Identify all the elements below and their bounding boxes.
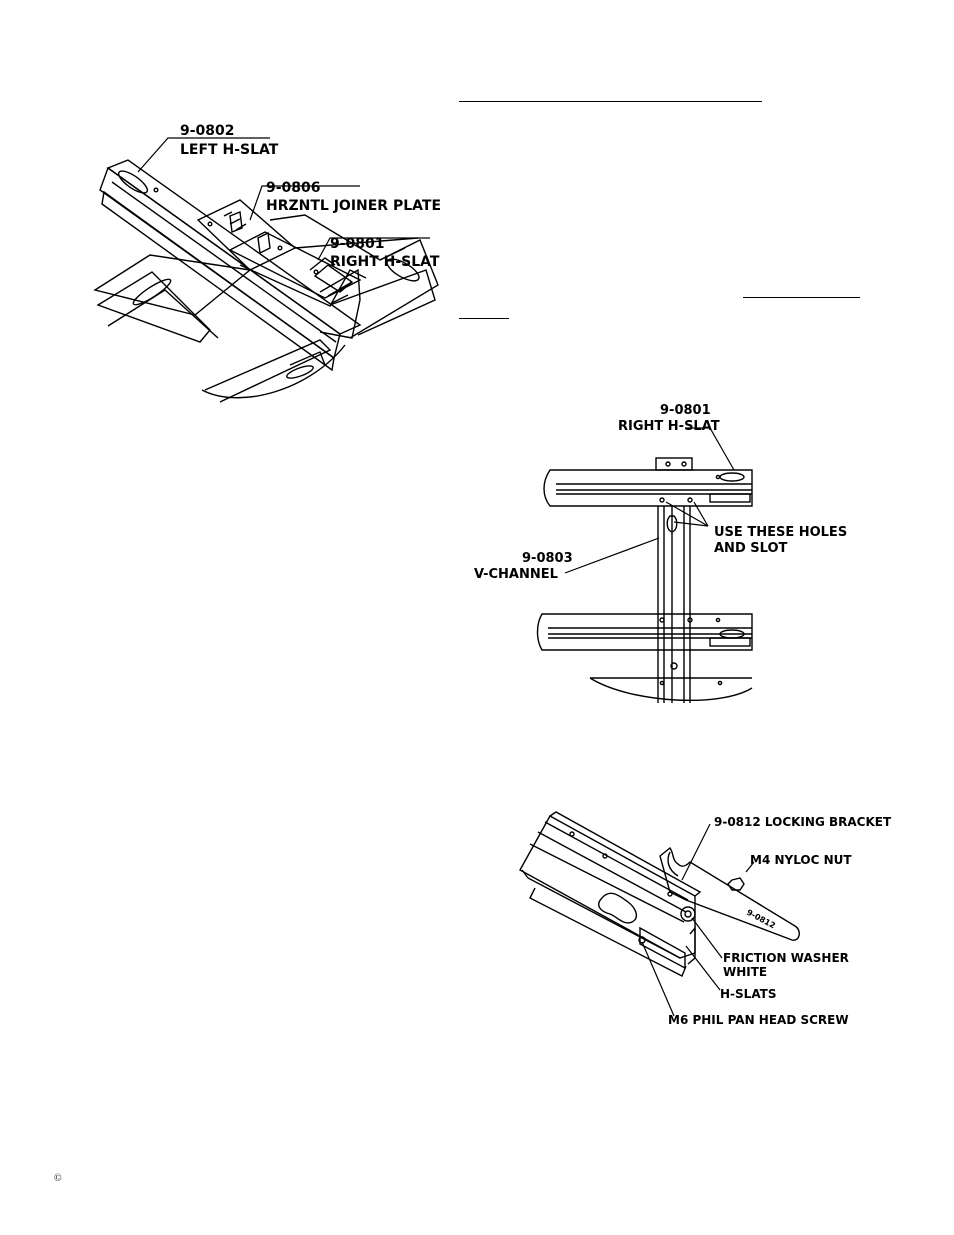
heading-underline [459,101,762,102]
fig2-label-holes-line2: AND SLOT [714,541,787,556]
fig3-label-nut: M4 NYLOC NUT [750,853,852,867]
fig1-label-joiner-name: HRZNTL JOINER PLATE [266,198,440,214]
figure-joiner-plate: 9-0802 LEFT H-SLAT 9-0806 HRZNTL JOINER … [93,123,440,403]
fig2-label-hslat-name: RIGHT H-SLAT [618,419,720,434]
fig3-label-washer-line2: WHITE [723,965,767,979]
fig3-label-washer-line1: FRICTION WASHER [723,951,849,965]
text-underline-2 [459,318,509,319]
fig1-label-left-name: LEFT H-SLAT [180,142,279,158]
fig2-label-vchannel-part: 9-0803 [522,551,573,566]
figure-vchannel-holes: 9-0801 RIGHT H-SLAT USE THESE HOLES AND … [474,403,847,703]
fig3-label-screw: M6 PHIL PAN HEAD SCREW [668,1013,849,1027]
fig2-label-hslat-part: 9-0801 [660,403,711,418]
fig1-label-right-name: RIGHT H-SLAT [330,254,440,270]
fig2-label-vchannel-name: V-CHANNEL [474,567,558,582]
fig1-label-left-part: 9-0802 [180,123,235,139]
fig1-label-right-part: 9-0801 [330,236,385,252]
fig1-label-joiner-part: 9-0806 [266,180,321,196]
copyright-symbol: © [54,1173,62,1184]
fig3-label-locking-bracket: 9-0812 LOCKING BRACKET [714,815,892,829]
figure-locking-bracket: 9-0812 LOCKING BRACKET M4 NYLOC NUT FRIC… [519,811,892,1027]
fig3-label-hslats: H-SLATS [720,987,777,1001]
text-underline-1 [743,297,860,298]
fig2-label-holes-line1: USE THESE HOLES [714,525,847,540]
